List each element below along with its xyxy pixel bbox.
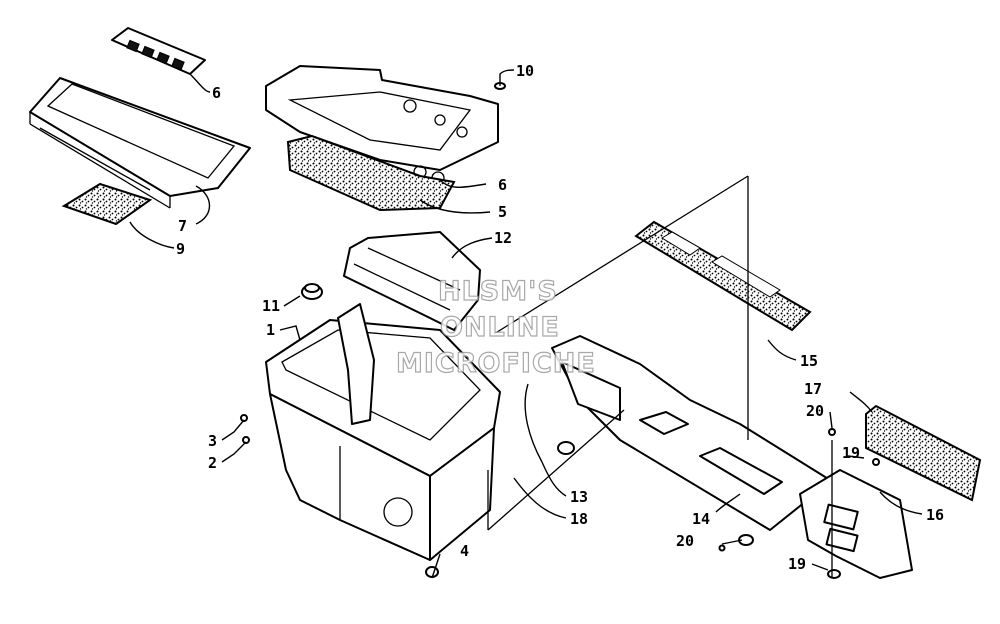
- callout-4: 4: [460, 542, 469, 560]
- part-15-gasket: [634, 220, 812, 332]
- callout-5: 5: [498, 203, 507, 221]
- callout-10: 10: [516, 62, 534, 80]
- callout-19-lower: 19: [788, 555, 806, 573]
- watermark: HLSM'S ONLINE MICROFICHE: [395, 275, 596, 379]
- callout-13: 13: [570, 488, 588, 506]
- callout-6-tray: 6: [498, 176, 507, 194]
- callout-2: 2: [208, 454, 217, 472]
- watermark-line-3: MICROFICHE: [396, 348, 596, 379]
- callout-14: 14: [692, 510, 710, 528]
- part-20-bolt-upper: [828, 428, 836, 436]
- callout-20-lower: 20: [676, 532, 694, 550]
- callout-6-grille: 6: [212, 84, 221, 102]
- part-12-lid: [343, 231, 481, 331]
- callout-1: 1: [266, 321, 275, 339]
- callout-7: 7: [178, 217, 187, 235]
- callout-9: 9: [176, 240, 185, 258]
- callout-20-upper: 20: [806, 402, 824, 420]
- part-20-bolt-lower: [718, 534, 754, 552]
- part-8-grille: [111, 27, 206, 75]
- part-13-cable: [524, 383, 575, 463]
- leader-lines: [129, 69, 923, 579]
- callout-3: 3: [208, 432, 217, 450]
- watermark-line-2: ONLINE: [440, 312, 560, 343]
- callout-12: 12: [494, 229, 512, 247]
- callout-labels: 6 7 9 10 6 5 12 11 1 3 2 4 13 18 14 15 1…: [176, 62, 944, 573]
- alignment-lines: [487, 175, 833, 578]
- part-17-foam-panel: [865, 404, 982, 502]
- part-19-nut-upper: [872, 458, 880, 466]
- part-7-front-panel: [29, 77, 251, 209]
- part-4-foot: [425, 566, 439, 578]
- part-6-upper-tray: [265, 65, 499, 185]
- callout-16: 16: [926, 506, 944, 524]
- callout-19-upper: 19: [842, 444, 860, 462]
- callout-15: 15: [800, 352, 818, 370]
- part-16-end-plate: [799, 469, 913, 579]
- part-5-tray-foam: [286, 134, 456, 212]
- watermark-line-1: HLSM'S: [438, 276, 558, 307]
- callout-17: 17: [804, 380, 822, 398]
- part-1-main-box: [265, 303, 501, 561]
- callout-11: 11: [262, 297, 280, 315]
- part-11-cap: [301, 283, 323, 300]
- part-2-screw: [242, 436, 250, 444]
- callout-18: 18: [570, 510, 588, 528]
- part-19-nut-lower: [827, 569, 841, 579]
- part-9-foam-pad: [61, 182, 153, 226]
